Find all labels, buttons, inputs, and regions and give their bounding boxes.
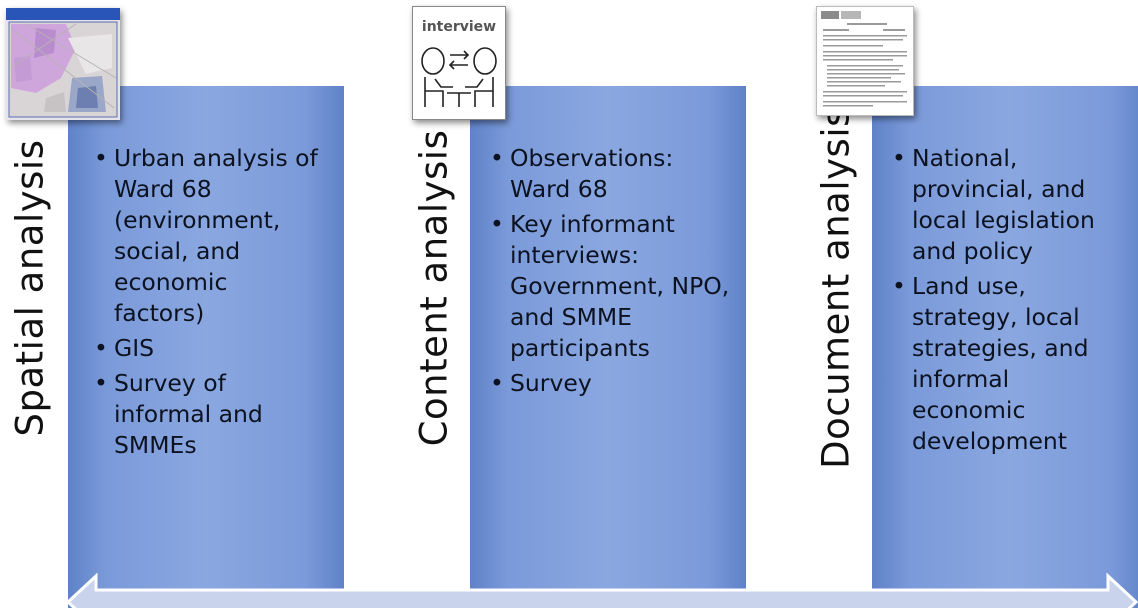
bullet-item: Urban analysis of Ward 68 (environment, … bbox=[94, 143, 324, 329]
map-thumbnail-graphic bbox=[6, 8, 120, 120]
bullet-item: GIS bbox=[94, 333, 324, 364]
bullet-item: Key informant interviews: Government, NP… bbox=[490, 209, 730, 364]
interview-caption: interview bbox=[422, 19, 496, 35]
document-thumbnail-icon bbox=[816, 6, 914, 116]
bullet-item: Survey bbox=[490, 368, 730, 399]
interview-thumbnail-graphic: interview bbox=[413, 7, 505, 119]
spatial-analysis-bullets: Urban analysis of Ward 68 (environment, … bbox=[94, 143, 324, 465]
bullet-item: Survey of informal and SMMEs bbox=[94, 368, 324, 461]
bullet-item: Land use, strategy, local strategies, an… bbox=[892, 271, 1128, 457]
bullet-item: National, provincial, and local legislat… bbox=[892, 143, 1128, 267]
document-thumbnail-graphic bbox=[817, 7, 913, 115]
bullet-item: Observations: Ward 68 bbox=[490, 143, 730, 205]
document-analysis-bullets: National, provincial, and local legislat… bbox=[892, 143, 1128, 461]
interview-thumbnail-icon: interview bbox=[412, 6, 506, 120]
map-thumbnail-icon bbox=[6, 8, 120, 120]
content-analysis-bullets: Observations: Ward 68 Key informant inte… bbox=[490, 143, 730, 403]
